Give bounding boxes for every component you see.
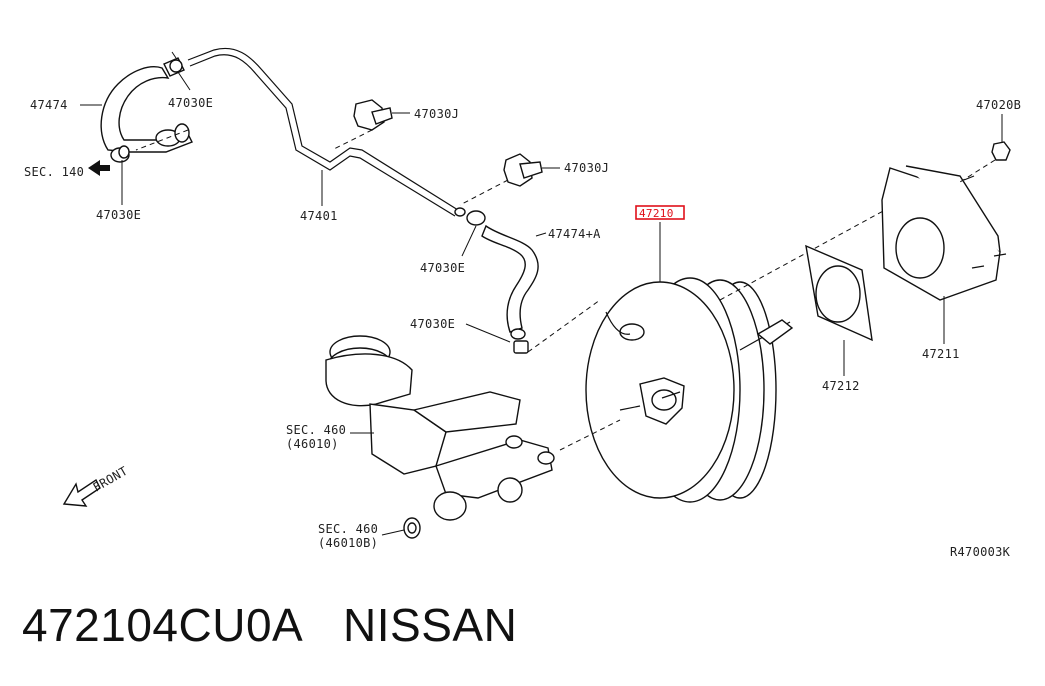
label-sec460-b-line1: SEC. 460 <box>318 522 378 536</box>
clamp-left-drawing <box>110 145 130 163</box>
label-bracket-lower: 47030J <box>564 161 609 175</box>
sec140-arrow-icon <box>88 160 110 176</box>
gasket-drawing <box>805 244 873 342</box>
caption-part-number: 472104CU0A <box>22 599 304 651</box>
label-sec460-b-line2: (46010B) <box>318 536 378 550</box>
label-clamp-left: 47030E <box>96 208 141 222</box>
label-ref-code: R470003K <box>950 545 1011 559</box>
master-cylinder-drawing <box>325 335 555 539</box>
label-clamp-top: 47030E <box>168 96 213 110</box>
caption: 472104CU0A NISSAN <box>22 598 517 652</box>
caption-brand: NISSAN <box>343 599 518 651</box>
label-sec140: SEC. 140 <box>24 165 84 179</box>
label-bracket-upper: 47030J <box>414 107 459 121</box>
tube-drawing <box>187 47 466 217</box>
label-spacer: 47211 <box>922 347 960 361</box>
clamp-top-drawing <box>163 51 185 77</box>
bracket-lower-drawing <box>503 153 560 187</box>
label-tube: 47401 <box>300 209 338 223</box>
nut-drawing <box>991 141 1011 161</box>
label-gasket: 47212 <box>822 379 860 393</box>
front-arrow-icon <box>62 478 101 507</box>
spacer-drawing <box>881 165 1007 301</box>
label-hose-left: 47474 <box>30 98 68 112</box>
label-nut: 47020B <box>976 98 1021 112</box>
label-booster: 47210 <box>639 207 674 220</box>
hose-mid-drawing <box>466 210 539 354</box>
brake-booster-drawing <box>585 277 794 503</box>
label-sec460-a-line2: (46010) <box>286 437 339 451</box>
bracket-upper-drawing <box>353 99 410 131</box>
hose-left-drawing <box>100 66 193 153</box>
label-clamp-valve: 47030E <box>410 317 455 331</box>
label-clamp-mid: 47030E <box>420 261 465 275</box>
label-sec460-a-line1: SEC. 460 <box>286 423 346 437</box>
booster-highlight-box <box>635 205 685 220</box>
label-front: FRONT <box>91 464 131 495</box>
label-hose-mid: 47474+A <box>548 227 601 241</box>
